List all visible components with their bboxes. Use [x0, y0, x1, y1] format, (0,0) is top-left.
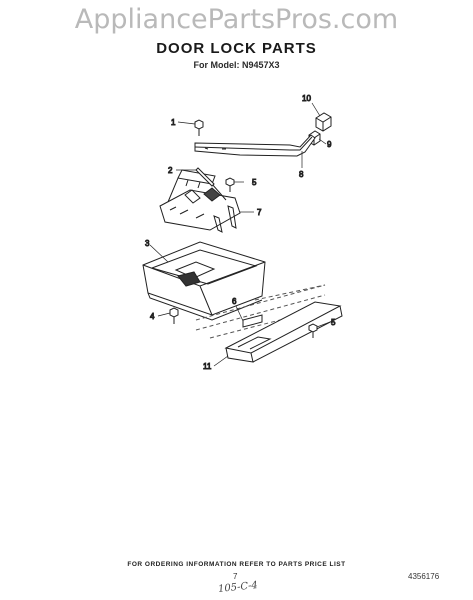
part-7-lock-mechanism: [159, 169, 241, 233]
ordering-info-footer: FOR ORDERING INFORMATION REFER TO PARTS …: [127, 561, 346, 568]
part-11-trim: [224, 301, 343, 363]
part-4-bolt: [169, 307, 179, 324]
oven-front-frame-outline: [195, 284, 326, 339]
callout-5-upper: 5: [252, 178, 257, 187]
part-8-lever: [194, 134, 316, 157]
document-part-number: 4356176: [408, 572, 440, 581]
part-5-screw-upper: [225, 177, 235, 192]
part-5-screw-lower: [308, 323, 318, 338]
callout-4: 4: [150, 312, 155, 321]
part-3-tray: [142, 241, 266, 321]
leader-lines: [149, 102, 331, 367]
model-label: For Model: N9457X3: [193, 60, 280, 70]
part-6-catch: [242, 314, 263, 328]
part-1-screw: [194, 119, 204, 136]
callout-5-lower: 5: [331, 318, 336, 327]
callout-3: 3: [145, 239, 150, 248]
part-2-pin: [195, 167, 215, 187]
part-10-knob: [315, 112, 332, 132]
callout-10: 10: [302, 94, 311, 103]
callout-9: 9: [327, 140, 332, 149]
callout-7: 7: [257, 208, 262, 217]
page-number: 7: [233, 572, 238, 581]
site-watermark: AppliancePartsPros.com: [74, 4, 399, 35]
callout-2: 2: [168, 166, 173, 175]
callout-6: 6: [232, 297, 237, 306]
callout-1: 1: [171, 118, 176, 127]
callout-8: 8: [299, 170, 304, 179]
callout-11: 11: [203, 362, 212, 371]
page-title: DOOR LOCK PARTS: [156, 40, 317, 57]
